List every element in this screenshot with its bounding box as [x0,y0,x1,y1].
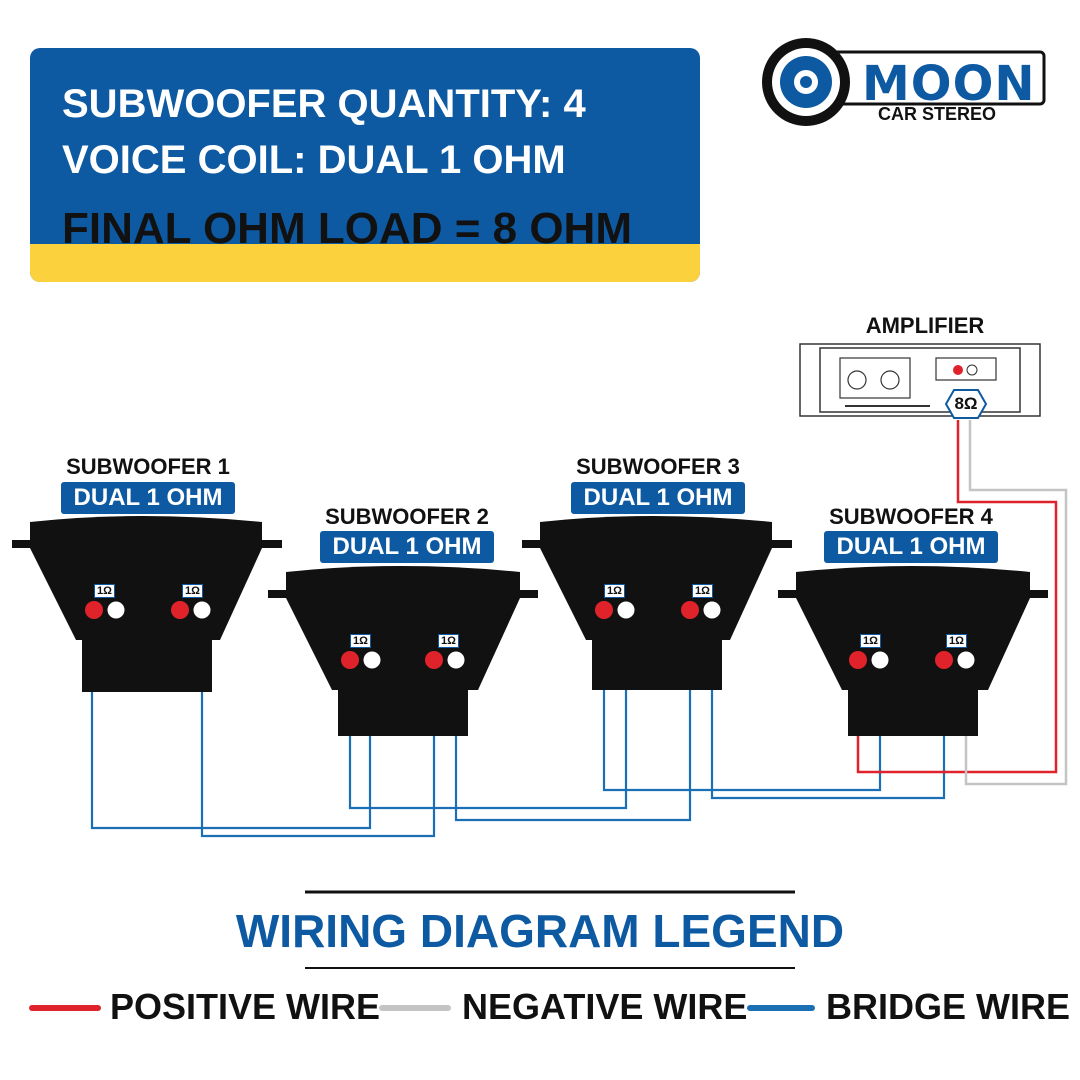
subwoofer-1-body [12,516,282,692]
sub3-coil-b-label: 1Ω [692,584,713,598]
logo-name: MOON [862,56,1036,112]
subwoofer-4-body [778,566,1048,736]
amplifier-label: AMPLIFIER [865,313,985,338]
subwoofer-1-badge: DUAL 1 OHM [61,482,235,514]
subwoofer-2-body [268,566,538,736]
legend-title: WIRING DIAGRAM LEGEND [235,905,845,957]
sub3-coil-a-label: 1Ω [604,584,625,598]
subwoofer-2-badge: DUAL 1 OHM [320,531,494,563]
subwoofer-3-body [522,516,792,690]
subwoofer-2-title: SUBWOOFER 2 [325,504,489,529]
negative-wire [964,420,1068,786]
legend-negative: NEGATIVE WIRE [462,986,748,1027]
positive-wire [856,420,1058,774]
final-load-line: FINAL OHM LOAD = 8 OHM [62,204,632,253]
bridge-wires [90,630,946,838]
sub1-coil-a-label: 1Ω [94,584,115,598]
legend-positive: POSITIVE WIRE [110,986,381,1027]
load-badge: 8Ω [954,394,978,413]
final-load-highlight [30,244,700,282]
logo-tagline: CAR STEREO [878,104,997,124]
sub2-coil-b-label: 1Ω [438,634,459,648]
subwoofer-4-title: SUBWOOFER 4 [829,504,993,529]
spec-banner [30,48,700,282]
quantity-line: SUBWOOFER QUANTITY: 4 [62,82,586,126]
sub4-coil-a-label: 1Ω [860,634,881,648]
legend-bridge: BRIDGE WIRE [826,986,1071,1027]
sub4-coil-b-label: 1Ω [946,634,967,648]
amplifier-unit [799,343,1041,417]
sub2-coil-a-label: 1Ω [350,634,371,648]
load-badge-hexagon [944,389,988,419]
subwoofer-3-badge: DUAL 1 OHM [571,482,745,514]
subwoofer-4-badge: DUAL 1 OHM [824,531,998,563]
subwoofer-3-title: SUBWOOFER 3 [576,454,740,479]
sub1-coil-b-label: 1Ω [182,584,203,598]
moon-logo-emblem [762,38,1046,126]
subwoofer-1-title: SUBWOOFER 1 [66,454,230,479]
voice-coil-line: VOICE COIL: DUAL 1 OHM [62,138,566,182]
